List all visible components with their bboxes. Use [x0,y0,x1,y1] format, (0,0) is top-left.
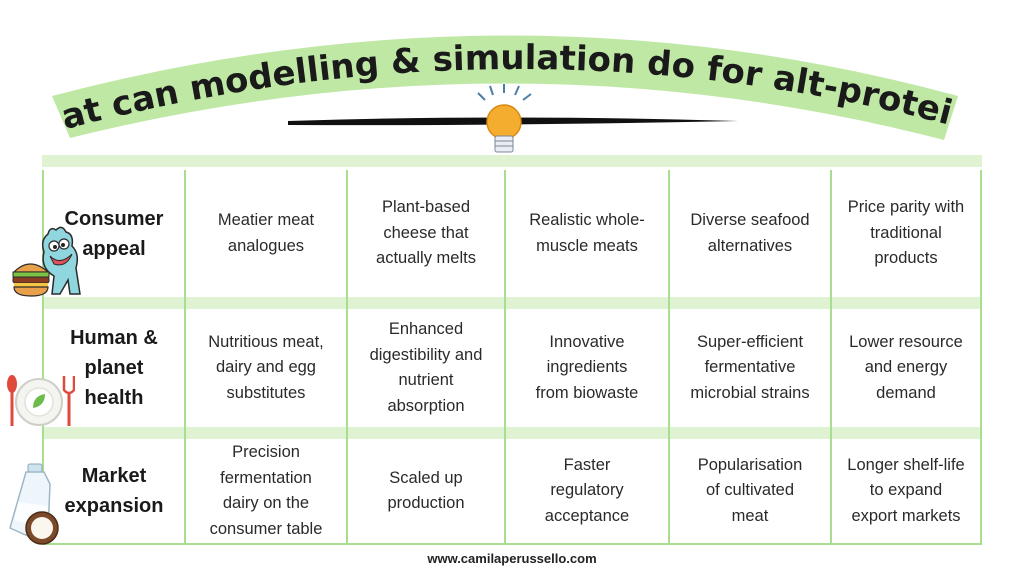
plate-cutlery-icon [7,375,75,426]
grid-bottom-line [42,543,982,545]
grid-line [980,170,982,545]
row-band [42,427,982,439]
grid-line [184,170,186,545]
grid-line [504,170,506,545]
lightbulb-icon [477,84,532,153]
grid-line [830,170,832,545]
comparison-grid [42,155,982,545]
cell-realistic-whole-muscle: Realistic whole-muscle meats [529,211,645,255]
title-banner: What can modelling & simulation do for a… [0,0,958,153]
grid-line [346,170,348,545]
title-ribbon [52,35,958,140]
row-band [42,155,982,167]
burger-mascot-icon [12,226,81,297]
row-band [42,297,982,309]
footer-url: www.camilaperussello.com [427,551,597,566]
page-title: What can modelling & simulation do for a… [0,0,956,138]
grid-line [668,170,670,545]
grid-line [42,170,44,545]
milk-coconut-icon [9,463,59,545]
